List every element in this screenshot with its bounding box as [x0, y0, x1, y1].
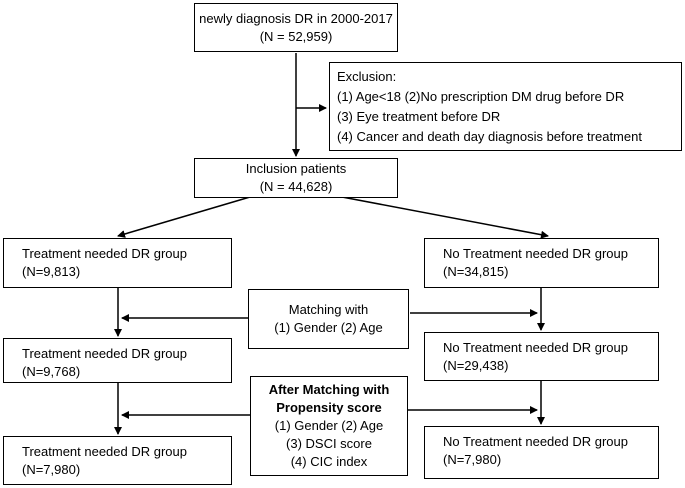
propensity-title: After Matching with: [268, 382, 390, 397]
exclusion-item: (3) Eye treatment before DR: [337, 109, 501, 124]
treatment-label: Treatment needed DR group: [22, 444, 188, 459]
no-treatment-label: No Treatment needed DR group: [443, 434, 628, 449]
exclusion-box: Exclusion: (1) Age<18 (2)No prescription…: [329, 62, 682, 151]
no-treatment-count: (N=29,438): [443, 358, 509, 373]
treatment-box-1: Treatment needed DR group (N=9,813): [3, 238, 232, 288]
no-treatment-box-1: No Treatment needed DR group (N=34,815): [424, 238, 659, 288]
propensity-box: After Matching with Propensity score (1)…: [250, 376, 408, 476]
no-treatment-label: No Treatment needed DR group: [443, 340, 628, 355]
inclusion-count: (N = 44,628): [259, 179, 333, 194]
inclusion-box: Inclusion patients (N = 44,628): [194, 158, 398, 198]
no-treatment-count: (N=34,815): [443, 264, 509, 279]
propensity-item: (4) CIC index: [290, 454, 368, 469]
treatment-label: Treatment needed DR group: [22, 346, 188, 361]
arrow-inclusion-to-treatment: [117, 196, 251, 238]
matching-criteria: (1) Gender (2) Age: [274, 320, 383, 335]
treatment-label: Treatment needed DR group: [22, 246, 188, 261]
no-treatment-box-3: No Treatment needed DR group (N=7,980): [424, 426, 659, 479]
no-treatment-count: (N=7,980): [443, 452, 502, 467]
start-count: (N = 52,959): [259, 28, 333, 44]
start-title: newly diagnosis DR in 2000-2017: [199, 10, 393, 26]
propensity-item: (3) DSCI score: [286, 436, 372, 451]
treatment-box-2: Treatment needed DR group (N=9,768): [3, 338, 232, 383]
exclusion-item: (1) Age<18 (2)No prescription DM drug be…: [337, 89, 625, 104]
treatment-box-3: Treatment needed DR group (N=7,980): [3, 436, 232, 485]
treatment-count: (N=9,768): [22, 364, 81, 379]
propensity-subtitle: Propensity score: [276, 400, 382, 415]
start-box: newly diagnosis DR in 2000-2017 (N = 52,…: [194, 3, 398, 52]
propensity-item: (1) Gender (2) Age: [274, 418, 384, 433]
inclusion-title: Inclusion patients: [245, 161, 347, 176]
matching-title: Matching with: [288, 302, 369, 317]
treatment-count: (N=7,980): [22, 462, 81, 477]
matching-box: Matching with (1) Gender (2) Age: [248, 289, 409, 349]
no-treatment-label: No Treatment needed DR group: [443, 246, 628, 261]
no-treatment-box-2: No Treatment needed DR group (N=29,438): [424, 332, 659, 381]
exclusion-item: (4) Cancer and death day diagnosis befor…: [337, 129, 642, 144]
exclusion-title: Exclusion:: [337, 69, 397, 84]
arrow-inclusion-to-no-treatment: [341, 196, 549, 239]
treatment-count: (N=9,813): [22, 264, 81, 279]
